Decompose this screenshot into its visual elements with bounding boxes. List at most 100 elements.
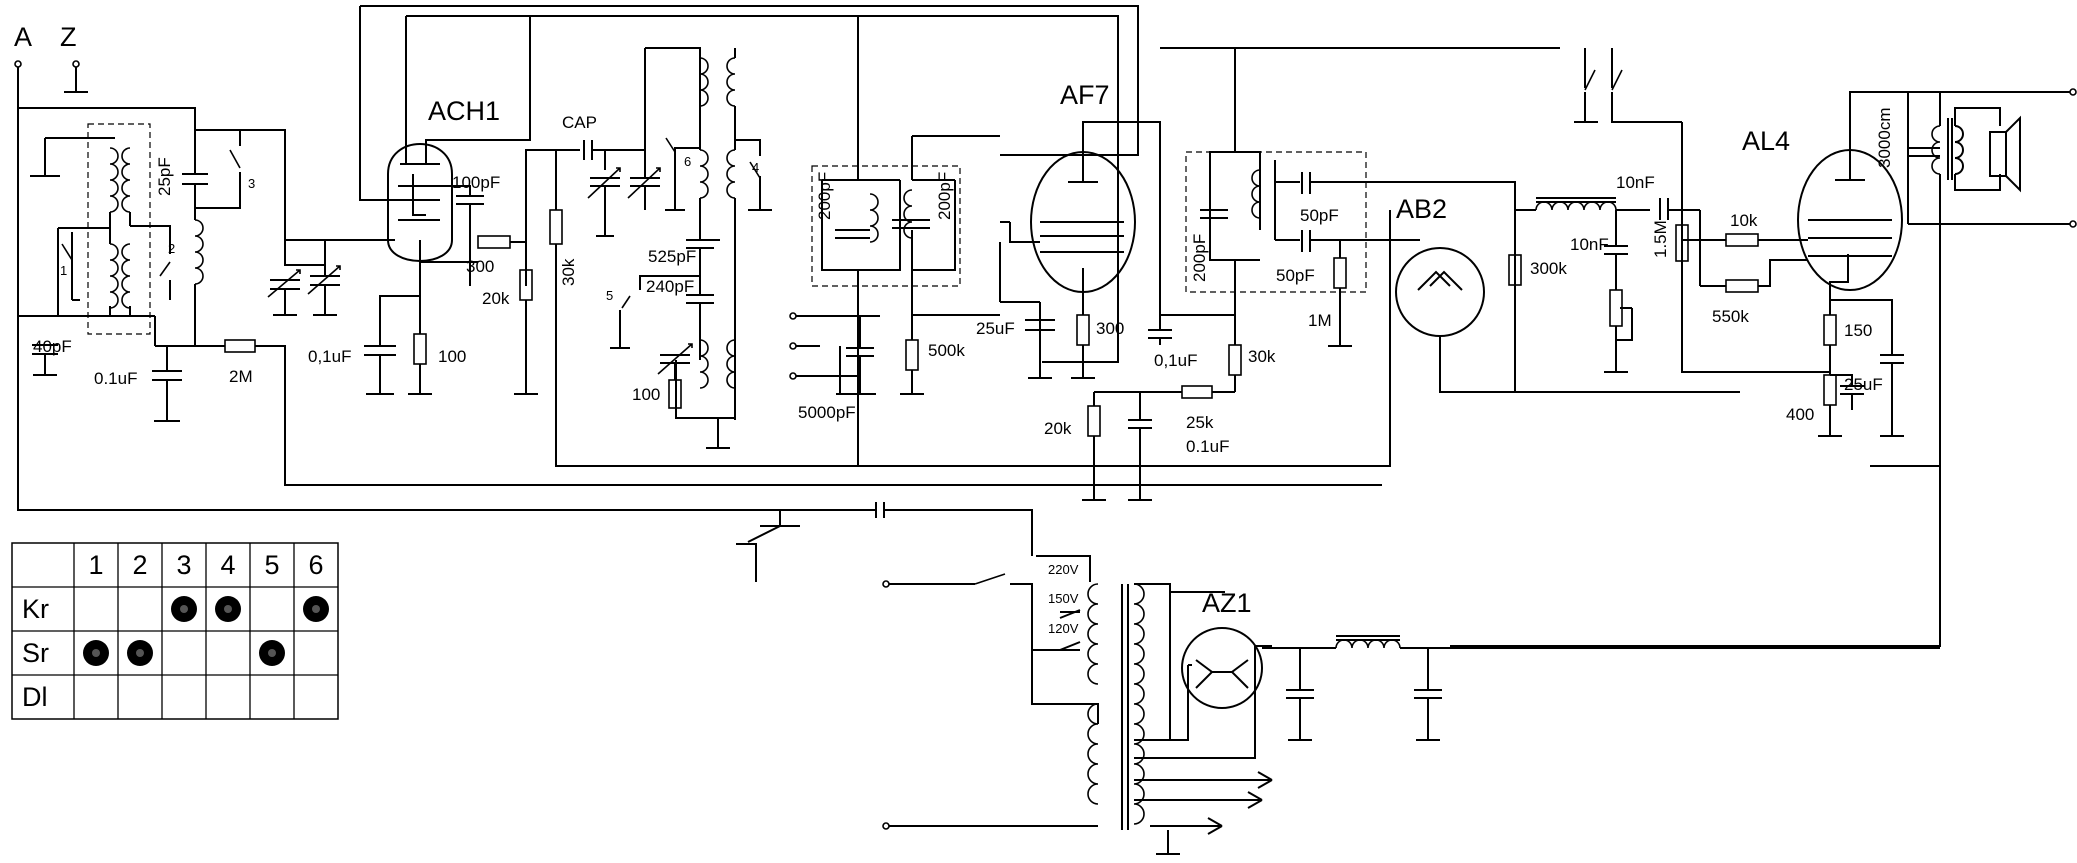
cap-50pf-b-label: 50pF xyxy=(1276,266,1315,285)
power-supply-section: 220V 150V 120V AZ1 xyxy=(18,502,1940,855)
resistor-150 xyxy=(1823,314,1837,346)
cap-3000cm-label: 3000cm xyxy=(1875,108,1894,168)
switch-5-label: 5 xyxy=(606,288,613,303)
switch-closed-dot-center xyxy=(92,649,100,657)
switch-closed-dot-center xyxy=(224,605,232,613)
pickup-terminal-2[interactable] xyxy=(789,342,797,350)
cap-525pf-label: 525pF xyxy=(648,247,696,266)
resistor-30k-a-label: 30k xyxy=(559,258,578,286)
table-column-header: 1 xyxy=(88,550,103,580)
resistor-300-label: 300 xyxy=(466,257,494,276)
table-column-header: 2 xyxy=(132,550,147,580)
cap-10nf-a-label: 10nF xyxy=(1616,173,1655,192)
switch-3-label: 3 xyxy=(248,176,255,191)
pot-1-5m-label: 1.5M xyxy=(1651,220,1670,258)
cap-5000pf-label: 5000pF xyxy=(798,403,856,422)
cap-0-1uf-c-label: 0,1uF xyxy=(1154,351,1197,370)
tap-120v-label: 120V xyxy=(1048,621,1079,636)
resistor-20k-b xyxy=(1087,405,1101,437)
mains-terminal-2[interactable] xyxy=(882,822,890,830)
if-transformer-section: 200pF 200pF 500k 5000pF xyxy=(789,16,1000,466)
resistor-10k-label: 10k xyxy=(1730,211,1758,230)
switch-closed-dot-center xyxy=(136,649,144,657)
extension-speaker-terminal-1[interactable] xyxy=(2069,88,2077,96)
ground-terminal-label: Z xyxy=(60,22,77,52)
resistor-500k xyxy=(905,339,919,371)
detector-section: 200pF 50pF 50pF 1M AB2 300k 10nF 10nF 1.… xyxy=(1160,47,1740,393)
tap-150v-label: 150V xyxy=(1048,591,1079,606)
resistor-300-b xyxy=(1076,314,1090,346)
switch-closed-dot-center xyxy=(268,649,276,657)
resistor-30k-b xyxy=(1228,344,1242,376)
tube-ab2 xyxy=(1395,247,1485,337)
resistor-400-label: 400 xyxy=(1786,405,1814,424)
tube-ach1-label: ACH1 xyxy=(428,96,500,126)
table-column-header: 3 xyxy=(176,550,191,580)
cap-50pf-a-label: 50pF xyxy=(1300,206,1339,225)
antenna-terminal[interactable] xyxy=(14,60,22,68)
resistor-2m xyxy=(224,339,256,353)
table-row-header: Sr xyxy=(22,638,49,668)
tube-ach1 xyxy=(387,143,453,262)
cap-100pf-label: 100pF xyxy=(452,173,500,192)
ground-terminal[interactable] xyxy=(72,60,80,68)
resistor-20k-b-label: 20k xyxy=(1044,419,1072,438)
resistor-100-a xyxy=(413,333,427,365)
antenna-input-section: A Z 40pF 1 2 25pF 0.1uF 3 2M xyxy=(14,22,1382,511)
af7-section: AF7 25uF 300 xyxy=(976,80,1235,379)
resistor-400 xyxy=(1823,374,1837,406)
speaker-magnet xyxy=(1989,131,2007,177)
resistor-550k-label: 550k xyxy=(1712,307,1749,326)
resistor-25k xyxy=(1181,385,1213,399)
tube-al4-label: AL4 xyxy=(1742,126,1790,156)
cap-25pf-label: 25pF xyxy=(155,157,174,196)
mains-terminal-1[interactable] xyxy=(882,580,890,588)
extension-speaker-terminal-2[interactable] xyxy=(2069,220,2077,228)
cap-25uf-b-label: 25uF xyxy=(1844,375,1883,394)
switch-6-label: 6 xyxy=(684,154,691,169)
if-can-1 xyxy=(811,165,961,287)
resistor-300k-label: 300k xyxy=(1530,259,1567,278)
cap-200pf-a-label: 200pF xyxy=(815,172,834,220)
tap-220v-label: 220V xyxy=(1048,562,1079,577)
pickup-terminal-3[interactable] xyxy=(789,372,797,380)
cap-200pf-c-label: 200pF xyxy=(1190,234,1209,282)
resistor-1m-label: 1M xyxy=(1308,311,1332,330)
table-column-header: 6 xyxy=(308,550,323,580)
resistor-1m xyxy=(1333,257,1347,289)
resistor-10k xyxy=(1725,233,1759,247)
table-column-header: 4 xyxy=(220,550,235,580)
if-can-2 xyxy=(1185,151,1367,293)
table-row-header: Kr xyxy=(22,594,49,624)
tube-ab2-label: AB2 xyxy=(1396,194,1447,224)
cap-0-1uf-b-label: 0,1uF xyxy=(308,347,351,366)
resistor-20k-a-label: 20k xyxy=(482,289,510,308)
pickup-terminal-1[interactable] xyxy=(789,312,797,320)
cap-40pf-label: 40pF xyxy=(33,337,72,356)
cap-200pf-b-label: 200pF xyxy=(935,172,954,220)
resistor-100-a-label: 100 xyxy=(438,347,466,366)
switch-4-label: 4 xyxy=(752,160,759,175)
switch-closed-dot-center xyxy=(180,605,188,613)
table-row-header: Dl xyxy=(22,682,48,712)
tube-af7-label: AF7 xyxy=(1060,80,1110,110)
resistor-100-b-label: 100 xyxy=(632,385,660,404)
cap-0-1uf-label: 0.1uF xyxy=(94,369,137,388)
af-bias-section: 0,1uF 30k 25k 20k 0.1uF xyxy=(1044,315,1276,501)
resistor-550k xyxy=(1725,279,1759,293)
ach1-section: ACH1 100pF 300 0,1uF 100 20k CAP 30k xyxy=(308,5,1391,467)
al4-section: AL4 10k 550k 150 400 25uF 3000cm xyxy=(1450,48,2077,647)
tube-az1 xyxy=(1181,627,1263,709)
resistor-300 xyxy=(477,235,511,249)
cap-240pf-label: 240pF xyxy=(646,277,694,296)
resistor-30k-b-label: 30k xyxy=(1248,347,1276,366)
antenna-label: A xyxy=(14,22,32,52)
cap-label: CAP xyxy=(562,113,597,132)
cap-10nf-b-label: 10nF xyxy=(1570,235,1609,254)
switch-closed-dot-center xyxy=(312,605,320,613)
switch-1-label: 1 xyxy=(60,263,67,278)
resistor-150-label: 150 xyxy=(1844,321,1872,340)
